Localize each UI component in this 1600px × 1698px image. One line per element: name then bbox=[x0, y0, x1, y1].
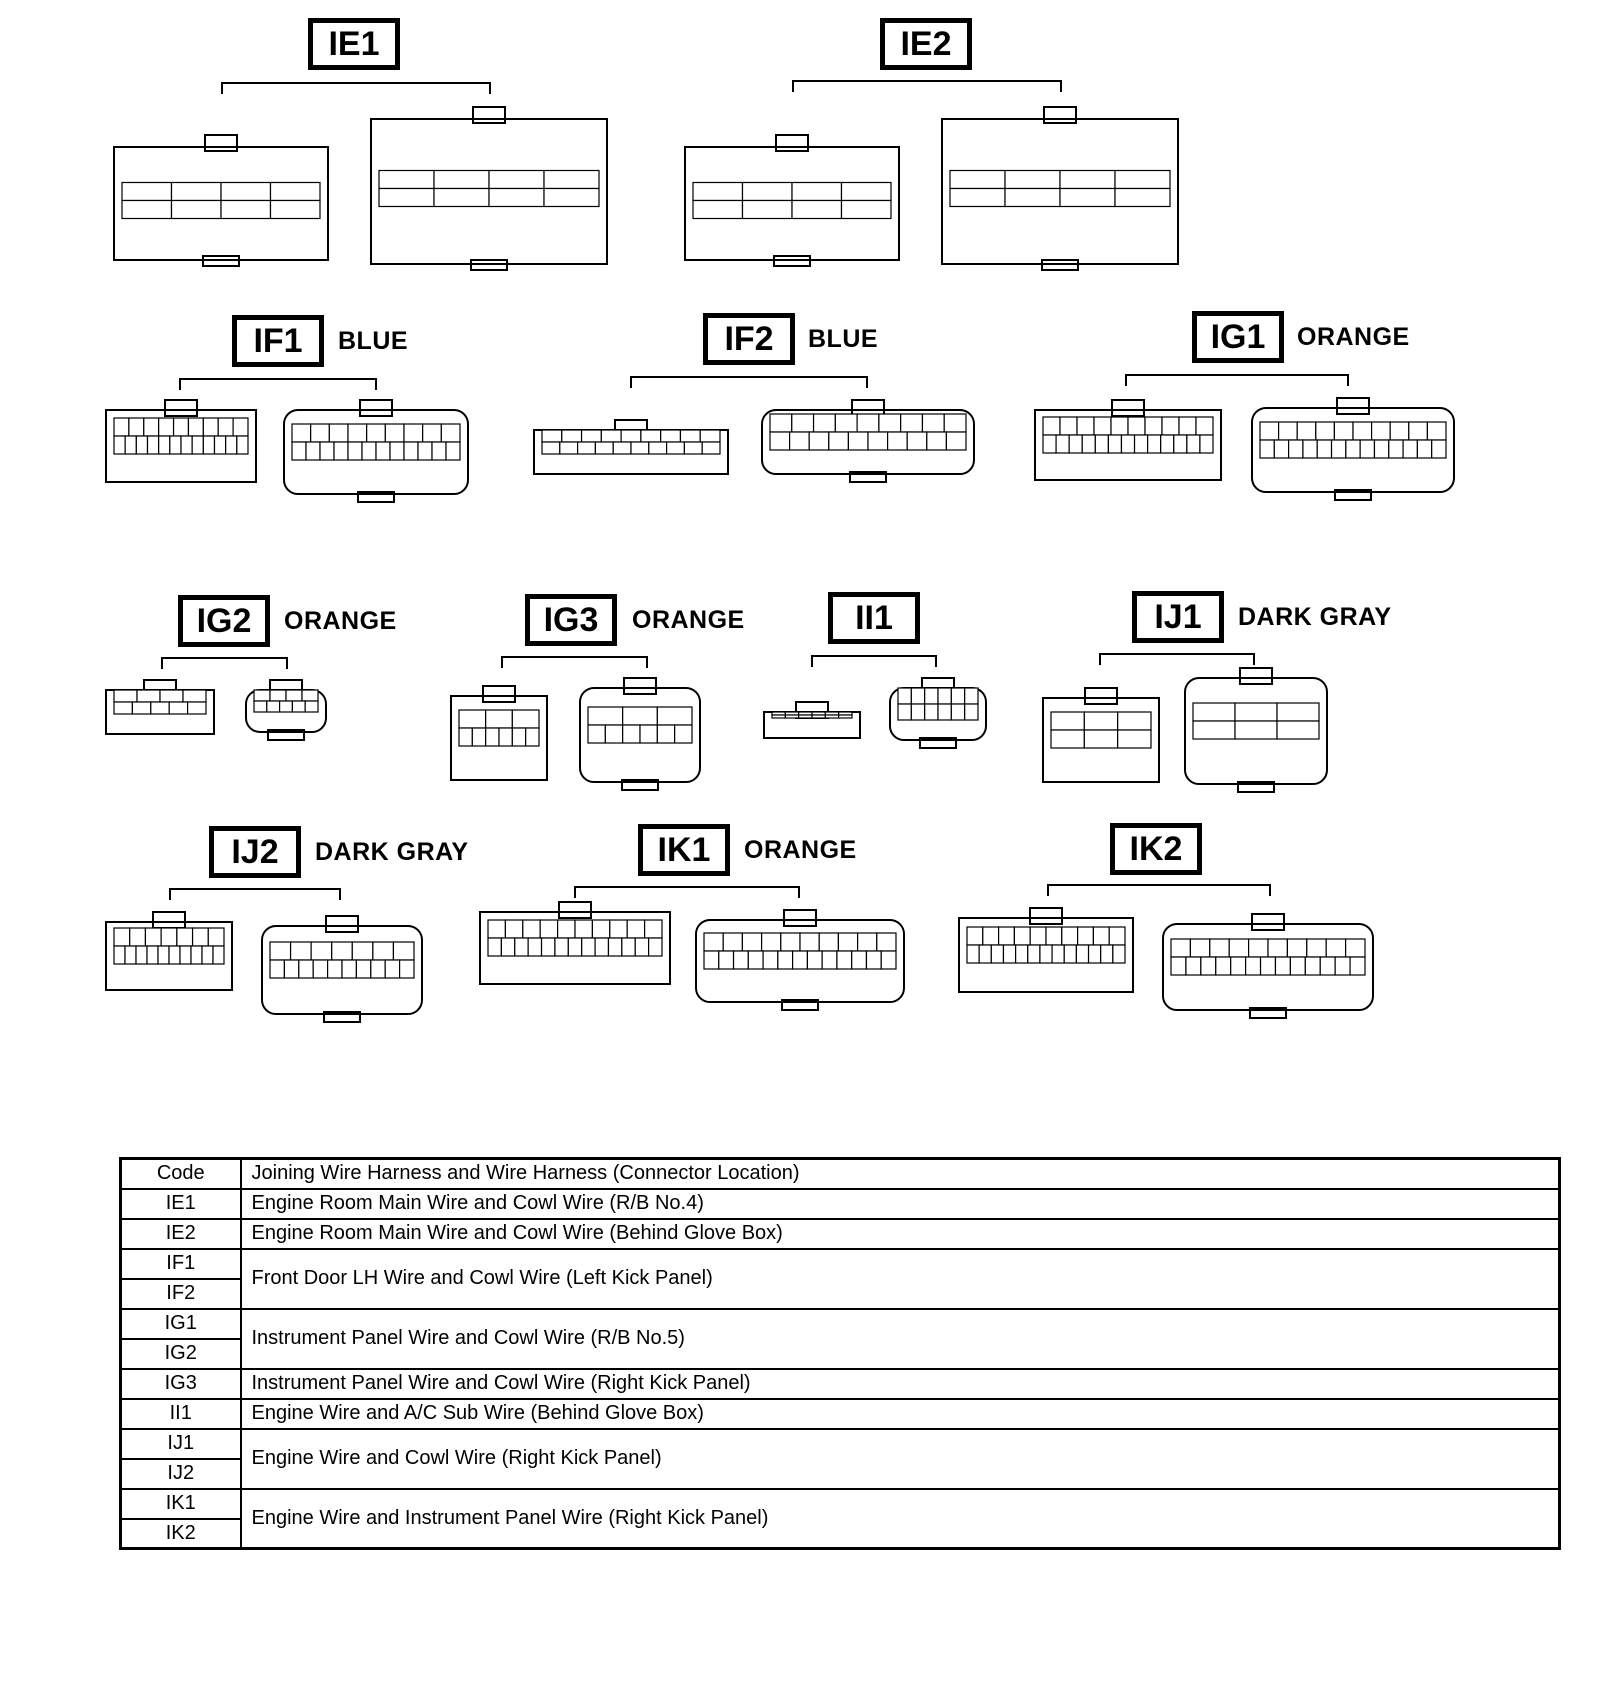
connector-drawing bbox=[1184, 667, 1328, 793]
connector-code-ig1: IG1 bbox=[1192, 311, 1284, 363]
table-row: IG2 bbox=[119, 1337, 1560, 1370]
table-cell-location: Instrument Panel Wire and Cowl Wire (R/B… bbox=[239, 1307, 1561, 1370]
connector-color-if1: BLUE bbox=[338, 327, 409, 355]
table-cell-code: IJ1 bbox=[119, 1427, 242, 1460]
table-cell-code: IE1 bbox=[119, 1187, 242, 1220]
table-cell-code: IG1 bbox=[119, 1307, 242, 1340]
connector-drawing bbox=[889, 677, 987, 749]
connector-code-ii1: II1 bbox=[828, 592, 920, 644]
table-cell-code: IJ2 bbox=[119, 1457, 242, 1490]
connector-drawing bbox=[684, 134, 900, 267]
pair-bracket bbox=[574, 886, 800, 898]
pair-bracket bbox=[1099, 653, 1255, 665]
connector-drawing bbox=[370, 106, 608, 271]
table-row: IE2 Engine Room Main Wire and Cowl Wire … bbox=[119, 1217, 1561, 1250]
table-row: IG1 Instrument Panel Wire and Cowl Wire … bbox=[119, 1307, 1561, 1370]
table-cell-code: IF1 bbox=[119, 1247, 242, 1280]
connector-color-ij2: DARK GRAY bbox=[315, 838, 469, 866]
connector-color-ik1: ORANGE bbox=[744, 836, 857, 864]
table-row: IE1 Engine Room Main Wire and Cowl Wire … bbox=[119, 1187, 1561, 1220]
connector-drawing bbox=[105, 679, 215, 735]
connector-drawing bbox=[245, 679, 327, 741]
table-cell-code: IF2 bbox=[119, 1277, 242, 1310]
connector-code-if2: IF2 bbox=[703, 313, 795, 365]
table-row: IJ2 bbox=[119, 1457, 1560, 1490]
pair-bracket bbox=[1047, 884, 1271, 896]
connector-color-if2: BLUE bbox=[808, 325, 879, 353]
connector-code-ik1: IK1 bbox=[638, 824, 730, 876]
connector-drawing bbox=[1034, 399, 1222, 481]
table-cell-code: IK1 bbox=[119, 1487, 242, 1520]
connector-color-ig2: ORANGE bbox=[284, 607, 397, 635]
table-cell-location: Front Door LH Wire and Cowl Wire (Left K… bbox=[239, 1247, 1561, 1310]
connector-code-if1: IF1 bbox=[232, 315, 324, 367]
connector-drawing bbox=[579, 677, 701, 791]
connector-code-ie1: IE1 bbox=[308, 18, 400, 70]
connector-drawing bbox=[105, 911, 233, 991]
connector-code-ij1: IJ1 bbox=[1132, 591, 1224, 643]
table-cell-location: Engine Room Main Wire and Cowl Wire (Beh… bbox=[239, 1217, 1561, 1250]
connector-drawing bbox=[1251, 397, 1455, 501]
table-row: IK1 Engine Wire and Instrument Panel Wir… bbox=[119, 1487, 1561, 1550]
table-row: IF2 bbox=[119, 1277, 1560, 1310]
table-cell-location: Engine Wire and Cowl Wire (Right Kick Pa… bbox=[239, 1427, 1561, 1490]
connector-drawing bbox=[763, 701, 861, 739]
connector-drawing bbox=[941, 106, 1179, 271]
pair-bracket bbox=[630, 376, 868, 388]
table-header-code: Code bbox=[119, 1157, 242, 1190]
connector-code-ig2: IG2 bbox=[178, 595, 270, 647]
pair-bracket bbox=[179, 378, 377, 390]
connector-drawing bbox=[1162, 913, 1374, 1019]
connector-drawing bbox=[958, 907, 1134, 993]
connector-code-ij2: IJ2 bbox=[209, 826, 301, 878]
pair-bracket bbox=[792, 80, 1062, 92]
table-cell-location: Instrument Panel Wire and Cowl Wire (Rig… bbox=[239, 1367, 1561, 1400]
connector-location-table: Code Joining Wire Harness and Wire Harne… bbox=[119, 1157, 1561, 1550]
connector-drawing bbox=[283, 399, 469, 503]
table-cell-code: II1 bbox=[119, 1397, 242, 1430]
pair-bracket bbox=[811, 655, 937, 667]
table-cell-code: IG2 bbox=[119, 1337, 242, 1370]
connector-drawing bbox=[533, 419, 729, 475]
pair-bracket bbox=[221, 82, 491, 94]
table-header-row: Code Joining Wire Harness and Wire Harne… bbox=[119, 1157, 1561, 1190]
table-header-location: Joining Wire Harness and Wire Harness (C… bbox=[239, 1157, 1561, 1190]
table-cell-location: Engine Wire and A/C Sub Wire (Behind Glo… bbox=[239, 1397, 1561, 1430]
table-row: IK2 bbox=[119, 1517, 1560, 1550]
connector-code-ie2: IE2 bbox=[880, 18, 972, 70]
connector-color-ig1: ORANGE bbox=[1297, 323, 1410, 351]
pair-bracket bbox=[161, 657, 288, 669]
pair-bracket bbox=[169, 888, 341, 900]
connector-color-ig3: ORANGE bbox=[632, 606, 745, 634]
table-cell-code: IE2 bbox=[119, 1217, 242, 1250]
connector-drawing bbox=[261, 915, 423, 1023]
table-cell-location: Engine Room Main Wire and Cowl Wire (R/B… bbox=[239, 1187, 1561, 1220]
connector-code-ik2: IK2 bbox=[1110, 823, 1202, 875]
table-cell-location: Engine Wire and Instrument Panel Wire (R… bbox=[239, 1487, 1561, 1550]
connector-drawing bbox=[479, 901, 671, 985]
connector-drawing bbox=[450, 685, 548, 781]
table-row: IG3 Instrument Panel Wire and Cowl Wire … bbox=[119, 1367, 1561, 1400]
connector-drawing bbox=[695, 909, 905, 1011]
pair-bracket bbox=[501, 656, 648, 668]
table-row: IF1 Front Door LH Wire and Cowl Wire (Le… bbox=[119, 1247, 1561, 1310]
connector-color-ij1: DARK GRAY bbox=[1238, 603, 1392, 631]
table-row: IJ1 Engine Wire and Cowl Wire (Right Kic… bbox=[119, 1427, 1561, 1490]
connector-drawing bbox=[113, 134, 329, 267]
connector-drawing bbox=[761, 399, 975, 483]
table-cell-code: IG3 bbox=[119, 1367, 242, 1400]
connector-drawing bbox=[105, 399, 257, 483]
pair-bracket bbox=[1125, 374, 1349, 386]
table-cell-code: IK2 bbox=[119, 1517, 242, 1550]
connector-code-ig3: IG3 bbox=[525, 594, 617, 646]
connector-drawing bbox=[1042, 687, 1160, 783]
table-row: II1 Engine Wire and A/C Sub Wire (Behind… bbox=[119, 1397, 1561, 1430]
